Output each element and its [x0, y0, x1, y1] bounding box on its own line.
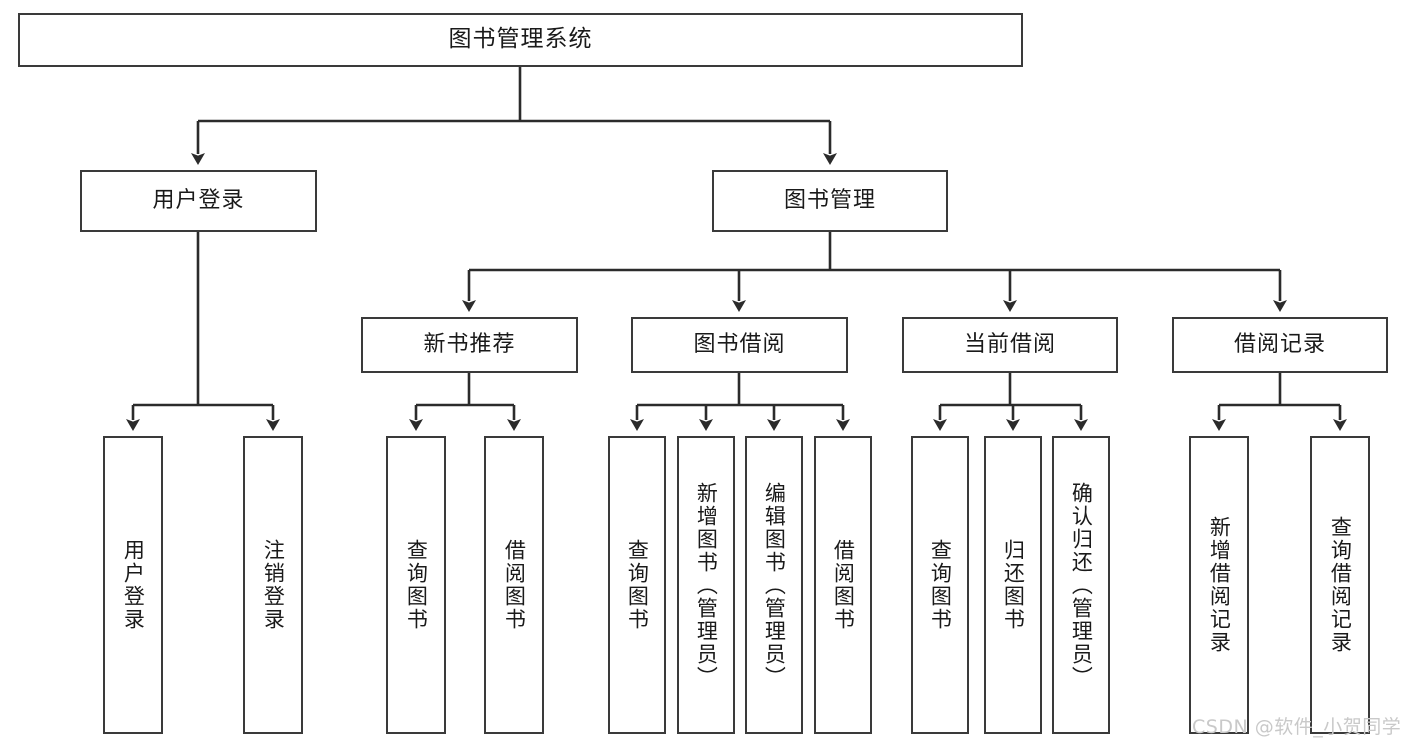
- node-label: 图书管理: [783, 188, 876, 214]
- node-label: 归还图书: [1001, 539, 1026, 631]
- edges-bookborrow-to-leaves: [630, 373, 850, 431]
- node-leaf-query-book-3[interactable]: 查询图书: [911, 436, 969, 734]
- node-label: 借阅图书: [502, 539, 527, 631]
- node-label: 查询图书: [404, 539, 429, 631]
- node-leaf-edit-book[interactable]: 编辑图书（管理员）: [745, 436, 803, 734]
- node-label: 编辑图书（管理员）: [762, 481, 787, 689]
- node-label: 图书管理系统: [448, 26, 593, 53]
- node-book-borrow[interactable]: 图书借阅: [631, 317, 848, 373]
- node-label: 借阅记录: [1233, 332, 1326, 358]
- node-root-system[interactable]: 图书管理系统: [18, 13, 1023, 67]
- node-leaf-add-record[interactable]: 新增借阅记录: [1189, 436, 1249, 734]
- node-leaf-return-book[interactable]: 归还图书: [984, 436, 1042, 734]
- node-label: 借阅图书: [831, 539, 856, 631]
- edges-root-to-level2: [191, 67, 837, 165]
- node-new-book-rec[interactable]: 新书推荐: [361, 317, 578, 373]
- node-label: 查询借阅记录: [1328, 516, 1353, 654]
- node-leaf-borrow-book-1[interactable]: 借阅图书: [484, 436, 544, 734]
- node-leaf-borrow-book-2[interactable]: 借阅图书: [814, 436, 872, 734]
- node-label: 查询图书: [928, 539, 953, 631]
- node-label: 注销登录: [261, 539, 286, 631]
- node-label: 用户登录: [152, 188, 245, 214]
- node-borrow-record[interactable]: 借阅记录: [1172, 317, 1388, 373]
- node-label: 新增借阅记录: [1207, 516, 1232, 654]
- node-label: 新增图书（管理员）: [694, 481, 719, 689]
- node-label: 新书推荐: [423, 332, 516, 358]
- edges-borrowrecord-to-leaves: [1212, 373, 1347, 431]
- edges-newbookrec-to-leaves: [409, 373, 521, 431]
- node-label: 当前借阅: [963, 332, 1056, 358]
- node-leaf-add-book[interactable]: 新增图书（管理员）: [677, 436, 735, 734]
- node-leaf-confirm-return[interactable]: 确认归还（管理员）: [1052, 436, 1110, 734]
- node-label: 确认归还（管理员）: [1069, 481, 1094, 689]
- node-label: 查询图书: [625, 539, 650, 631]
- node-leaf-query-book-1[interactable]: 查询图书: [386, 436, 446, 734]
- node-leaf-query-record[interactable]: 查询借阅记录: [1310, 436, 1370, 734]
- node-label: 用户登录: [121, 539, 146, 631]
- node-book-manage[interactable]: 图书管理: [712, 170, 948, 232]
- edges-currentborrow-to-leaves: [933, 373, 1088, 431]
- node-leaf-logout[interactable]: 注销登录: [243, 436, 303, 734]
- edges-userlogin-to-leaves: [126, 232, 280, 431]
- edges-bookmanage-to-level3: [462, 232, 1287, 312]
- node-user-login[interactable]: 用户登录: [80, 170, 317, 232]
- node-leaf-query-book-2[interactable]: 查询图书: [608, 436, 666, 734]
- node-leaf-user-login[interactable]: 用户登录: [103, 436, 163, 734]
- node-label: 图书借阅: [693, 332, 786, 358]
- node-current-borrow[interactable]: 当前借阅: [902, 317, 1118, 373]
